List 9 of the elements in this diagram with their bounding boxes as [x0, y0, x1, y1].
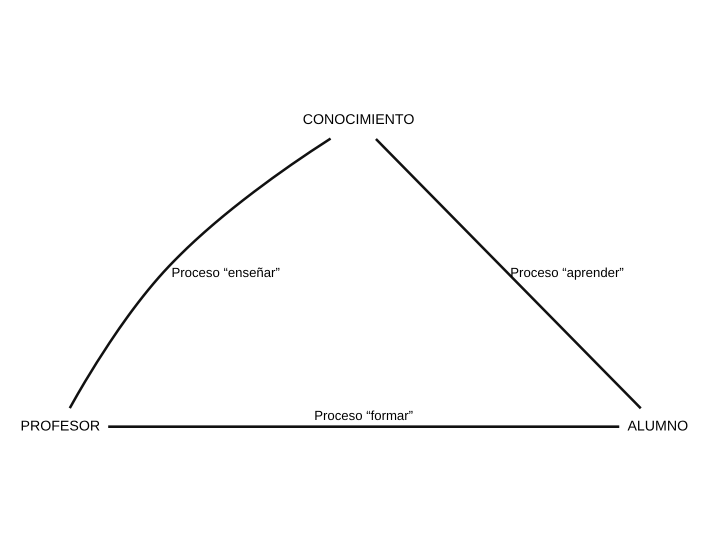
edge-label: Proceso “enseñar”: [171, 264, 280, 280]
connector: [108, 424, 620, 428]
edge-label: Proceso “formar”: [314, 407, 414, 422]
node-text: PROFESOR: [20, 418, 100, 434]
connector: [375, 138, 642, 409]
node-text: CONOCIMIENTO: [302, 112, 414, 128]
node-text: ALUMNO: [627, 418, 688, 434]
edge-label: Proceso “aprender”: [510, 264, 624, 280]
connector: [68, 137, 332, 408]
